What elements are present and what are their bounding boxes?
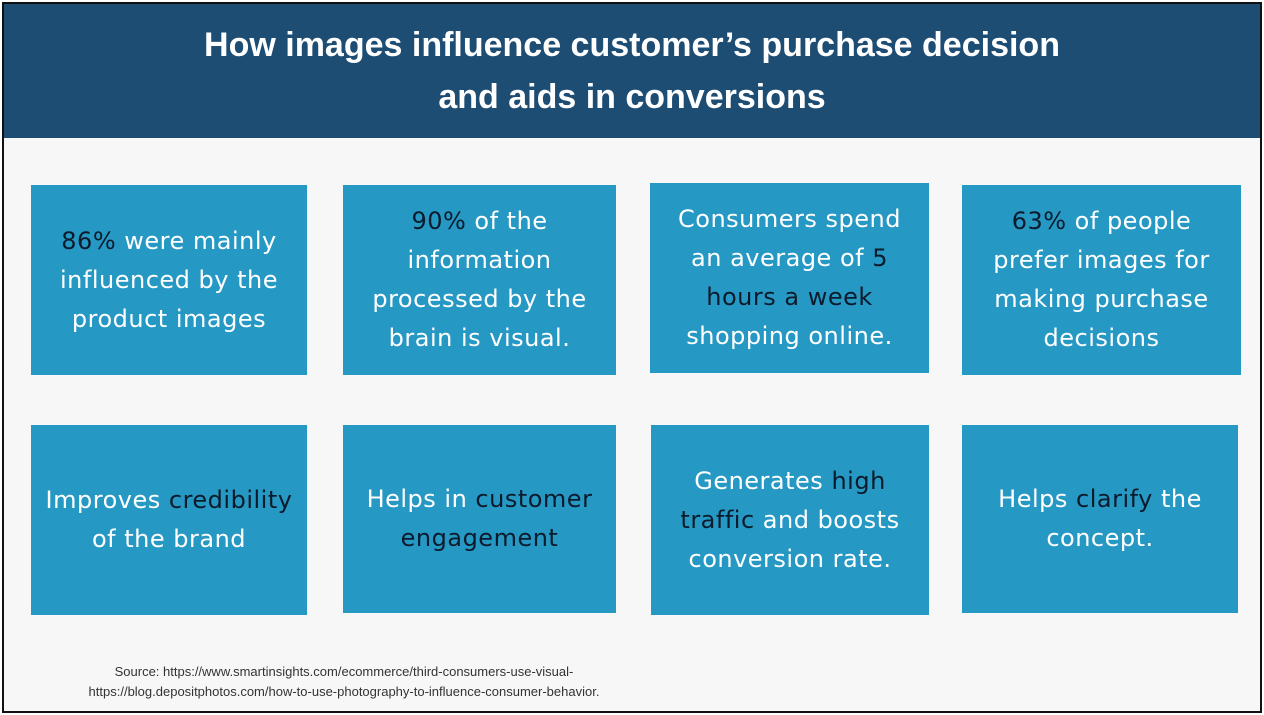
card-body: were mainly influenced by the product im…	[60, 226, 278, 333]
stat-card-63-percent: 63% of people prefer images for making p…	[962, 185, 1241, 375]
card-text: 63% of people prefer images for making p…	[977, 202, 1227, 358]
card-highlight: 86%	[61, 226, 117, 255]
card-text: Helps in customer engagement	[352, 480, 607, 558]
card-body: of the information processed by the brai…	[372, 207, 587, 352]
header-banner: How images influence customer’s purchase…	[4, 4, 1260, 138]
card-highlight: 5 hours a week	[706, 244, 888, 311]
card-body: Consumers spend an average of	[678, 205, 901, 272]
source-citation: Source: https://www.smartinsights.com/ec…	[24, 662, 664, 702]
source-line-2: https://blog.depositphotos.com/how-to-us…	[88, 684, 600, 699]
page-title-line-2: and aids in conversions	[438, 78, 826, 116]
stat-card-86-percent: 86% were mainly influenced by the produc…	[31, 185, 307, 375]
card-highlight: high traffic	[680, 466, 886, 534]
card-highlight: customer engagement	[400, 485, 593, 552]
benefit-card-traffic: Generates high traffic and boosts conver…	[651, 425, 929, 615]
card-text: Consumers spend an average of 5 hours a …	[667, 200, 912, 356]
card-text: Generates high traffic and boosts conver…	[665, 462, 915, 579]
card-body: Helps in	[366, 485, 476, 513]
card-text: 90% of the information processed by the …	[357, 202, 602, 358]
card-body-end: shopping online.	[686, 322, 893, 350]
card-highlight: 90%	[411, 207, 467, 235]
card-body: Improves	[45, 486, 169, 514]
page-title-line-1: How images influence customer’s purchase…	[204, 26, 1060, 64]
card-highlight: clarify	[1076, 485, 1153, 513]
card-body: Helps	[998, 485, 1076, 513]
stat-card-5-hours: Consumers spend an average of 5 hours a …	[650, 183, 929, 373]
source-line-1: Source: https://www.smartinsights.com/ec…	[114, 664, 574, 679]
card-body: Generates	[694, 466, 832, 495]
card-highlight: credibility	[168, 486, 293, 514]
card-body: of people prefer images for making purch…	[993, 207, 1210, 352]
card-text: 86% were mainly influenced by the produc…	[49, 222, 289, 339]
card-body-end: of the brand	[91, 525, 247, 553]
stat-card-90-percent: 90% of the information processed by the …	[343, 185, 616, 375]
card-body-end: and boosts conversion rate.	[688, 505, 900, 573]
benefit-card-engagement: Helps in customer engagement	[343, 425, 616, 613]
benefit-card-clarify: Helps clarify the concept.	[962, 425, 1238, 613]
card-text: Helps clarify the concept.	[980, 480, 1220, 558]
card-highlight: 63%	[1011, 207, 1067, 235]
card-body-end: the concept.	[1046, 485, 1202, 552]
benefit-card-credibility: Improves credibility of the brand	[31, 425, 307, 615]
card-text: Improves credibility of the brand	[37, 481, 301, 559]
